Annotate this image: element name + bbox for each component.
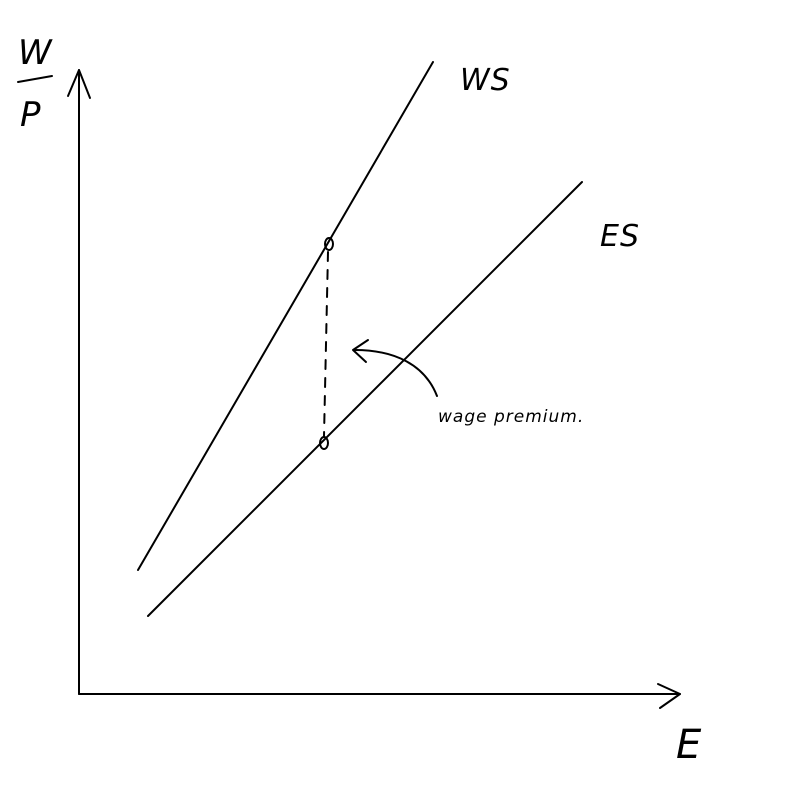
ws-curve-label: WS — [460, 63, 511, 98]
y-axis-label-w: W — [18, 33, 53, 73]
y-axis-label-fraction-bar — [17, 75, 53, 83]
ws-curve — [137, 61, 434, 571]
wage-premium-annotation: wage premium. — [438, 407, 584, 427]
annotation-arrowhead — [352, 339, 369, 363]
es-curve — [147, 181, 583, 617]
es-point-marker — [319, 436, 329, 450]
x-axis-arrowhead — [657, 683, 681, 709]
y-axis-arrowhead — [67, 69, 91, 99]
annotation-arrow — [354, 349, 438, 397]
x-axis-label-e: E — [676, 722, 702, 768]
ws-point-marker — [324, 237, 334, 251]
es-curve-label: ES — [600, 219, 640, 254]
wage-premium-dashed-line — [323, 251, 329, 437]
y-axis-label-p: P — [20, 95, 41, 135]
